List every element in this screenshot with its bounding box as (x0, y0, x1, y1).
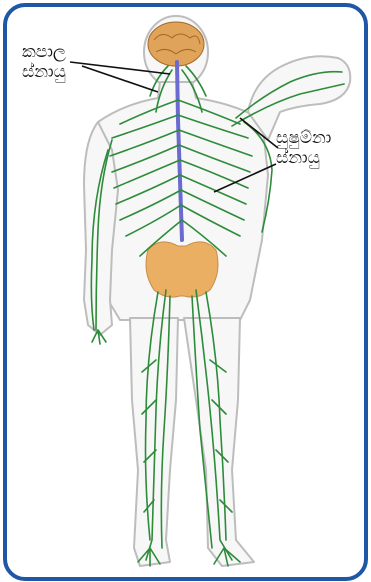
spinal-nerves-label-line2: ස්නායු (276, 148, 331, 168)
cranial-callout-line-2 (82, 66, 158, 92)
cranial-nerves-label-line2: ස්නායු (22, 62, 66, 82)
spinal-nerves-label-line1: සුෂුම්නා (276, 128, 331, 148)
spinal-nerves-label: සුෂුම්නා ස්නායු (276, 128, 331, 168)
pelvis-bone (146, 242, 218, 297)
cranial-nerves-label: කපාල ස්නායු (22, 42, 66, 82)
cranial-nerves-label-line1: කපාල (22, 42, 66, 62)
brain (148, 22, 204, 66)
